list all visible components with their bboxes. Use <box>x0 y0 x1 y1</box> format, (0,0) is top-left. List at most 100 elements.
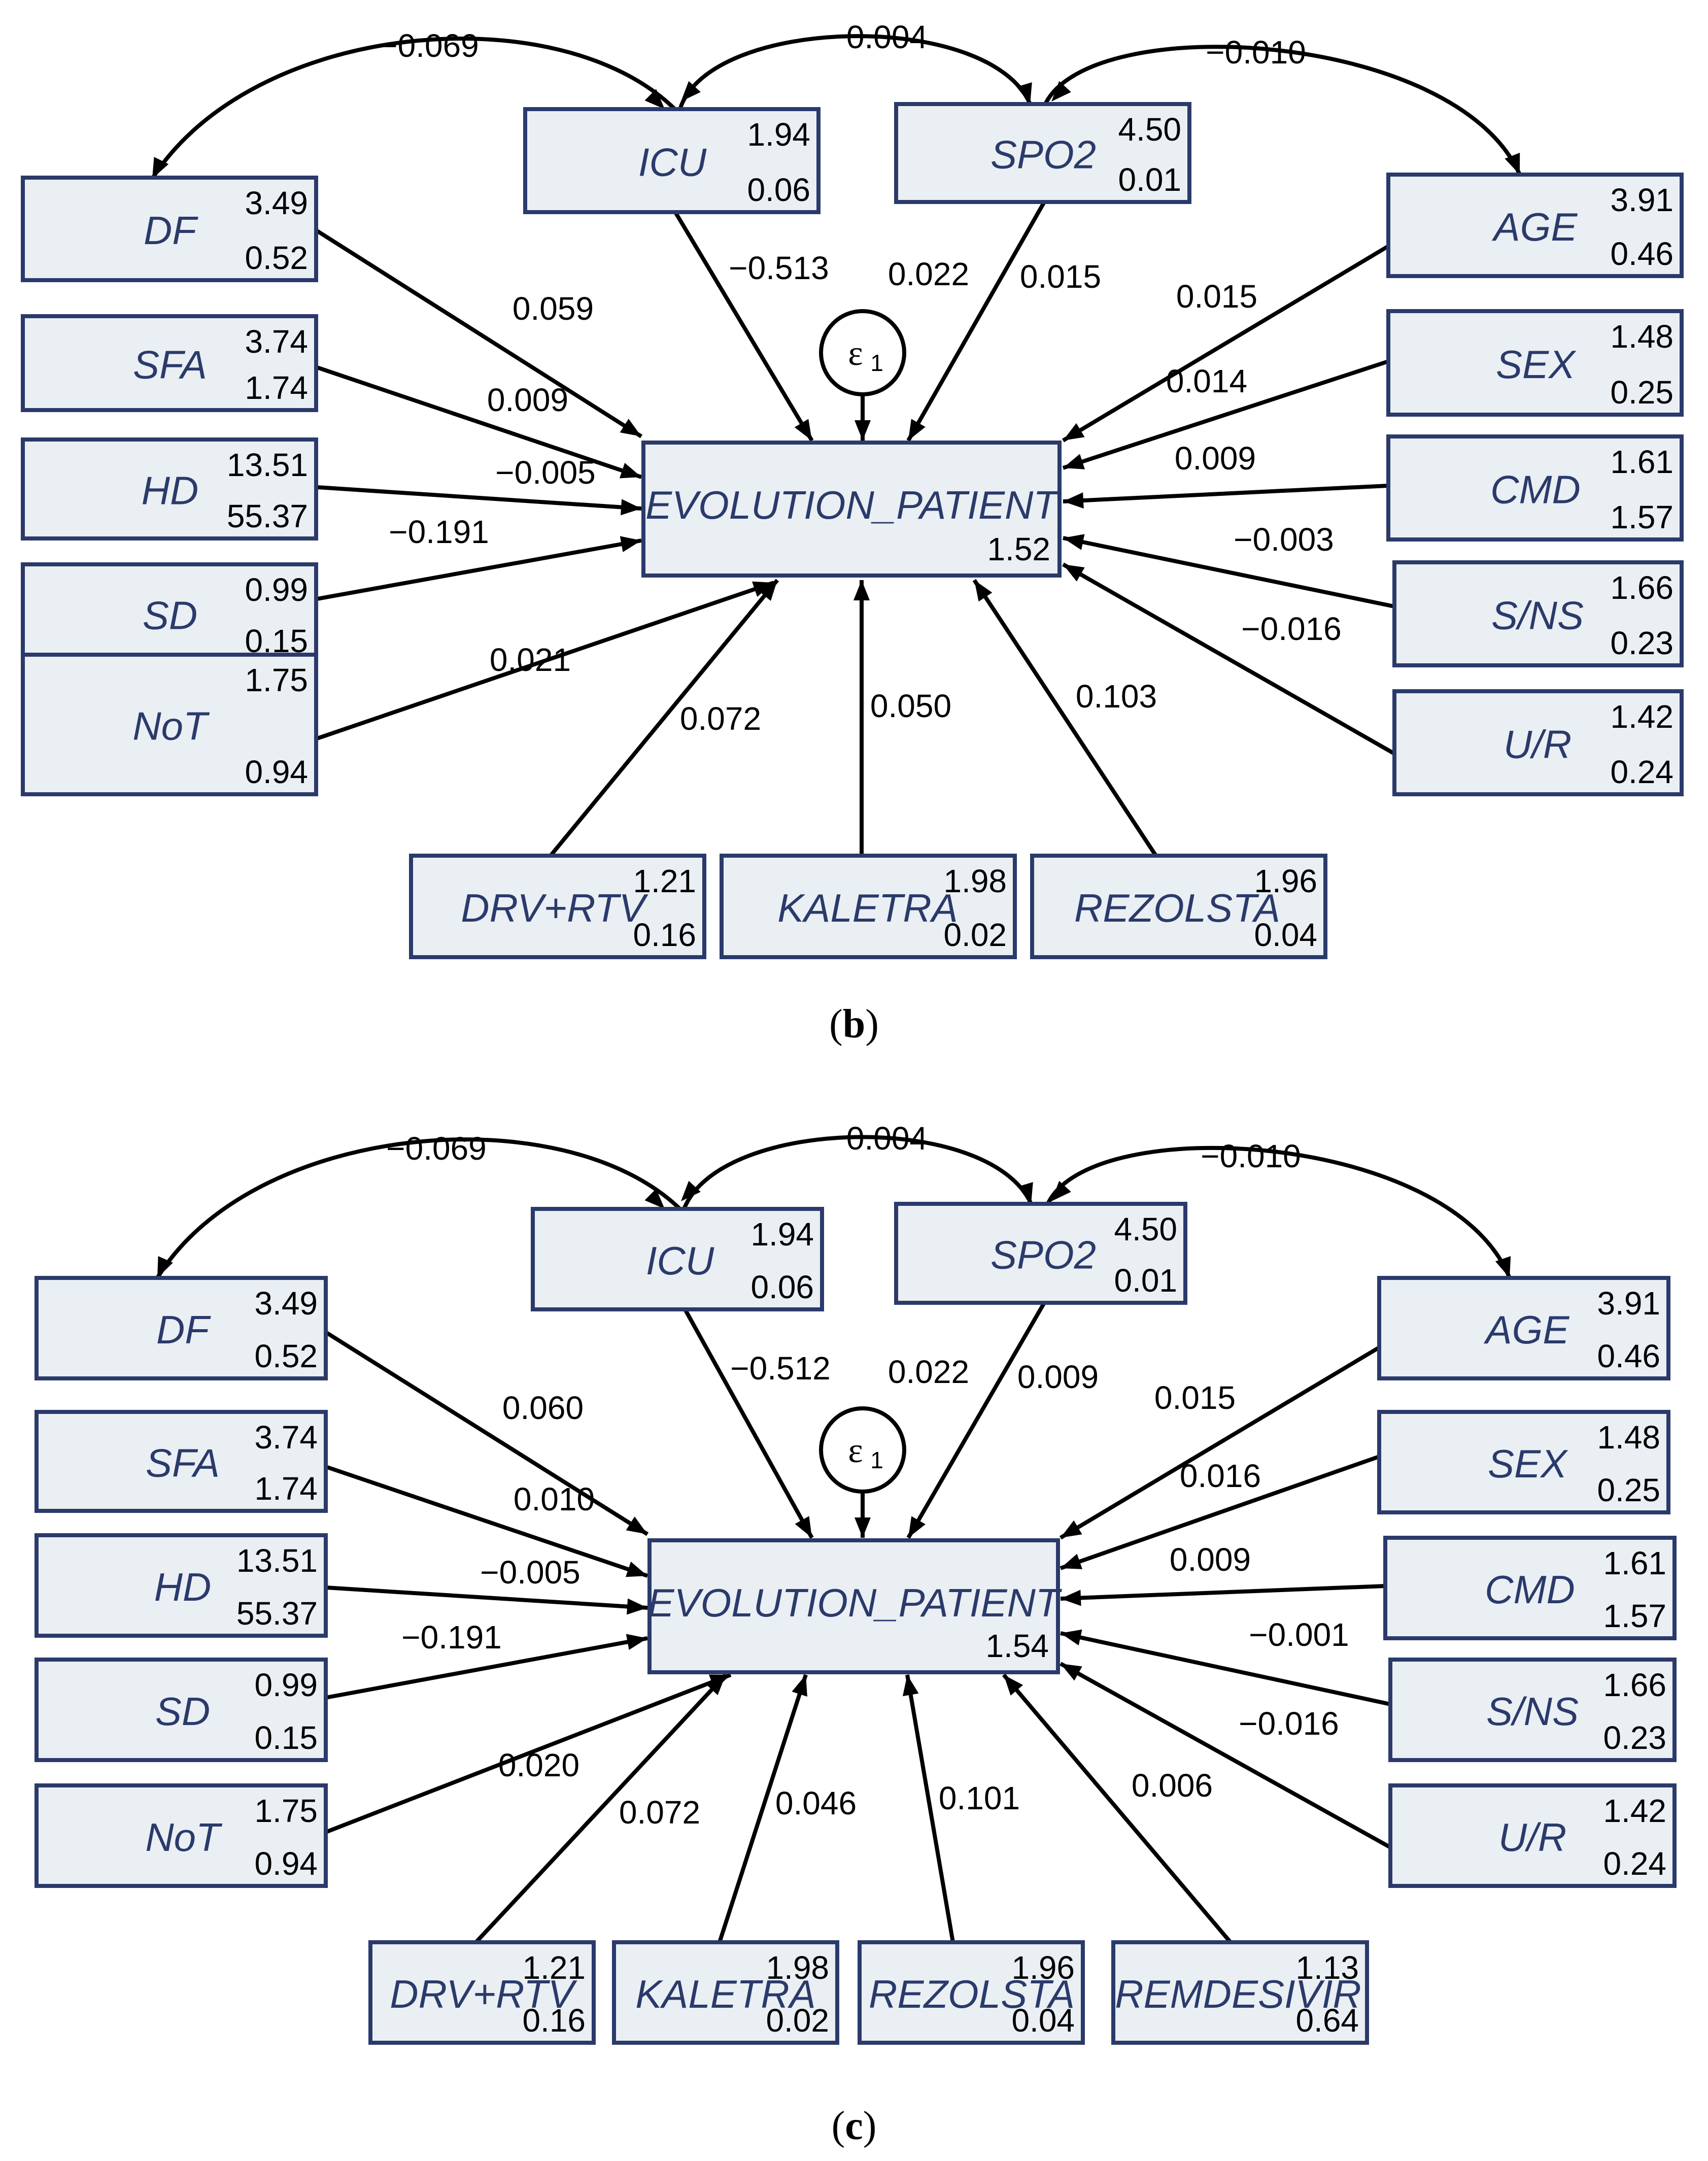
panel-c-name-UR: U/R <box>1498 1815 1566 1860</box>
panel-b-cov-start-0-arrowhead <box>644 89 665 109</box>
panel-c-coef-DF: 0.060 <box>502 1390 584 1426</box>
panel-c-coef-error: 0.022 <box>888 1354 969 1390</box>
panel-c-path-UR <box>1060 1662 1391 1849</box>
panel-c-mean-NoT: 1.75 <box>254 1793 318 1829</box>
panel-c-name-DRV: DRV+RTV <box>390 1972 577 2016</box>
panel-b-mean-ICU: 1.94 <box>747 116 810 153</box>
panel-c-coef-HD: −0.005 <box>480 1554 580 1591</box>
panel-b-path-REZ <box>972 579 1158 857</box>
panel-b-name-SFA: SFA <box>133 343 207 387</box>
panel-b-path-SNS <box>1063 536 1395 609</box>
panel-c-mean-CMD: 1.61 <box>1603 1545 1666 1581</box>
panel-c-path-error-arrowhead <box>855 1517 871 1538</box>
panel-c-cov-SPO2-AGE-end-arrowhead <box>1495 1256 1511 1278</box>
panel-b-mean-KAL: 1.98 <box>943 863 1007 899</box>
panel-c-name-SD: SD <box>155 1689 210 1734</box>
panel-b-mean-SFA: 3.74 <box>245 323 308 360</box>
panel-b-var-SEX: 0.25 <box>1610 374 1673 411</box>
panel-c-cov-label-SPO2-AGE: −0.010 <box>1201 1138 1301 1174</box>
panel-c-name-ICU: ICU <box>646 1238 714 1283</box>
panel-b-var-REZ: 0.04 <box>1254 917 1317 953</box>
panel-b-cov-ICU-DF-end-arrowhead <box>152 157 169 179</box>
panel-b-coef-SPO2: 0.015 <box>1020 258 1101 295</box>
panel-c-var-REZ: 0.04 <box>1011 2002 1075 2039</box>
panel-c-var-SEX: 0.25 <box>1597 1472 1660 1508</box>
panel-b-cov-SPO2-AGE <box>1043 45 1522 176</box>
panel-b-path-AGE <box>1062 244 1390 443</box>
panel-c-error-symbol: ε <box>848 1431 863 1470</box>
panel-c-coef-UR: −0.016 <box>1239 1705 1339 1742</box>
panel-c-mean-SPO2: 4.50 <box>1114 1211 1177 1247</box>
panel-b-path-SD <box>317 538 642 601</box>
panel-b-coef-SNS: −0.003 <box>1234 521 1334 558</box>
panel-b-coef-NoT: 0.021 <box>490 641 571 678</box>
panel-c-path-DF-arrowhead <box>626 1516 647 1534</box>
panel-b-coef-UR: −0.016 <box>1241 611 1342 647</box>
panel-c-path-SEX-arrowhead <box>1061 1554 1083 1569</box>
panel-b-mean-DF: 3.49 <box>245 185 308 221</box>
panel-c-path-NoT <box>325 1673 732 1834</box>
panel-b-path-DRV-arrowhead <box>758 580 777 601</box>
panel-c-mean-DRV: 1.21 <box>522 1949 586 1986</box>
panel-c-coef-REM: 0.006 <box>1132 1767 1213 1804</box>
panel-b-name-UR: U/R <box>1504 722 1572 767</box>
panel-c-cov-start-0-arrowhead <box>644 1189 665 1209</box>
panel-b-var-HD: 55.37 <box>227 498 308 534</box>
panel-b-path-error-arrowhead <box>855 420 871 441</box>
panel-c-coef-SFA: 0.010 <box>514 1481 595 1517</box>
panel-c-name-SEX: SEX <box>1488 1441 1568 1486</box>
panel-b-path-SFA <box>316 365 642 479</box>
panel-b-name-REZ: REZOLSTA <box>1074 886 1280 930</box>
panel-b-path-DF-arrowhead <box>620 419 641 436</box>
panel-c-path-DRV <box>474 1673 727 1944</box>
panel-c-path-ICU <box>683 1308 814 1539</box>
panel-c-var-KAL: 0.02 <box>766 2002 829 2039</box>
panel-b-path-SNS-arrowhead <box>1063 534 1085 550</box>
panel-c-var-SFA: 1.74 <box>254 1470 318 1507</box>
panel-b-var-SNS: 0.23 <box>1610 625 1673 661</box>
panel-b-mean-CMD: 1.61 <box>1610 444 1673 480</box>
panel-c-path-UR-arrowhead <box>1061 1664 1082 1681</box>
panel-c-mean-SD: 0.99 <box>254 1667 318 1703</box>
panel-b-mean-SD: 0.99 <box>245 571 308 608</box>
panel-c-var-AGE: 0.46 <box>1597 1338 1660 1374</box>
panel-b-cov-SPO2-AGE-end-arrowhead <box>1505 152 1520 175</box>
panel-b-outcome-name: EVOLUTION_PATIENT <box>645 483 1060 527</box>
panel-b-path-KAL-arrowhead <box>853 580 870 600</box>
panel-c-name-REZ: REZOLSTA <box>869 1972 1075 2016</box>
panel-b-var-SFA: 1.74 <box>245 369 308 406</box>
panel-b-name-HD: HD <box>142 468 199 513</box>
panel-c-outcome-name: EVOLUTION_PATIENT <box>648 1580 1063 1625</box>
panel-b-coef-DF: 0.059 <box>513 290 594 327</box>
panel-b-cov-start-2-arrowhead <box>1051 81 1071 102</box>
panel-b-box-SFA: SFA 3.74 1.74 <box>21 314 318 412</box>
panel-b-cov-label-ICU-SPO2: 0.004 <box>846 19 928 55</box>
panel-b-name-SNS: S/NS <box>1491 593 1584 638</box>
panel-b-path-SD-arrowhead <box>620 536 641 552</box>
panel-c-mean-ICU: 1.94 <box>750 1216 814 1253</box>
panel-c-path-DRV-arrowhead <box>706 1675 726 1696</box>
panel-b-box-SD: SD0.990.15 <box>21 562 318 665</box>
panel-c-coef-SPO2: 0.009 <box>1017 1359 1099 1395</box>
panel-c-cov-SPO2-AGE <box>1046 1145 1512 1279</box>
panel-b-outcome-value: 1.52 <box>987 531 1050 567</box>
panel-b-path-HD-arrowhead <box>621 499 641 516</box>
panel-c-var-SPO2: 0.01 <box>1114 1262 1177 1299</box>
panel-b-name-SEX: SEX <box>1496 342 1577 387</box>
panel-b-path-SEX <box>1062 359 1389 470</box>
panel-c-cov-label-ICU-SPO2: 0.004 <box>846 1120 928 1157</box>
panel-b-name-AGE: AGE <box>1492 205 1578 249</box>
panel-c-mean-DF: 3.49 <box>254 1285 318 1322</box>
panel-c-name-CMD: CMD <box>1485 1567 1575 1612</box>
panel-c-coef-KAL: 0.046 <box>775 1785 857 1821</box>
panel-b-coef-SEX: 0.014 <box>1166 363 1247 399</box>
panel-c-var-CMD: 1.57 <box>1603 1598 1666 1634</box>
